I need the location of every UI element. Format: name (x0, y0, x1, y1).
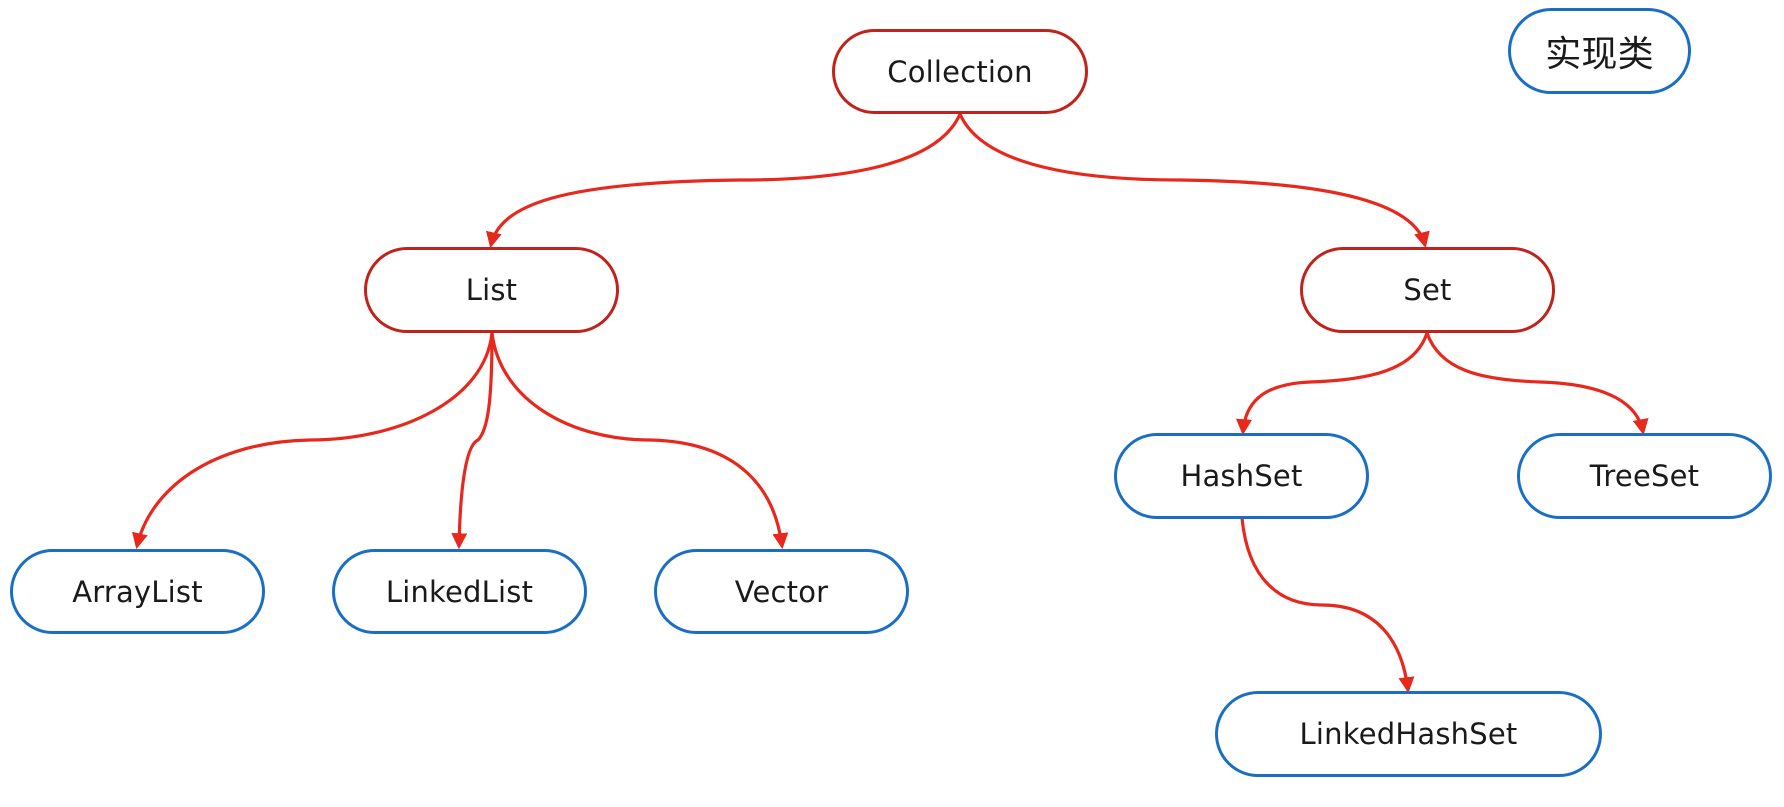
node-set: Set (1300, 247, 1555, 333)
node-list-label: List (465, 273, 518, 307)
node-linkedlist: LinkedList (332, 549, 587, 634)
edge-list-arraylist (132, 332, 494, 550)
edge-hashset-linkedhashset (1240, 517, 1415, 694)
node-treeset: TreeSet (1517, 433, 1772, 519)
node-set-label: Set (1403, 273, 1452, 307)
edge-set-treeset (1425, 332, 1649, 436)
edge-list-linkedlist (451, 332, 494, 550)
node-hashset-label: HashSet (1180, 459, 1303, 493)
node-linkedlist-label: LinkedList (385, 574, 534, 609)
node-linkedhashset: LinkedHashSet (1215, 691, 1602, 777)
legend-label: 实现类 (1545, 34, 1654, 75)
node-treeset-label: TreeSet (1589, 459, 1700, 493)
node-vector: Vector (654, 549, 909, 634)
edge-set-hashset (1235, 332, 1429, 436)
node-arraylist: ArrayList (10, 549, 265, 634)
node-hashset: HashSet (1114, 433, 1369, 519)
node-collection-label: Collection (887, 54, 1033, 89)
edge-list-vector (490, 332, 789, 550)
node-list: List (364, 247, 619, 333)
edge-collection-list (486, 113, 962, 249)
edge-collection-set (958, 113, 1430, 249)
node-collection: Collection (832, 29, 1088, 114)
node-arraylist-label: ArrayList (72, 574, 203, 609)
node-vector-label: Vector (734, 574, 829, 609)
node-linkedhashset-label: LinkedHashSet (1299, 717, 1518, 751)
legend-implementation-class: 实现类 (1508, 8, 1691, 94)
